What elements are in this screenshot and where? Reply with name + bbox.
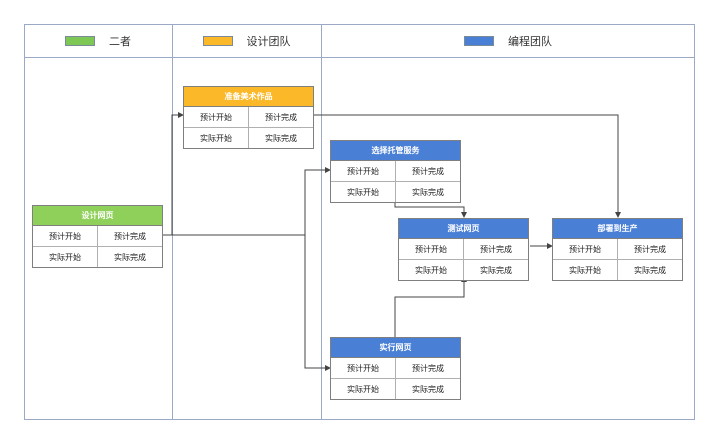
diagram-frame [24,24,695,420]
task-choose-hosting[interactable]: 选择托管服务 预计开始 预计完成 实际开始 实际完成 [330,140,461,203]
planned-end: 预计完成 [248,107,313,127]
task-title: 实行网页 [331,338,460,358]
task-deploy-production[interactable]: 部署到生产 预计开始 预计完成 实际开始 实际完成 [552,218,683,281]
task-title: 选择托管服务 [331,141,460,161]
lane-header-both: 二者 [24,24,172,58]
planned-start: 预计开始 [347,166,379,176]
planned-end: 预计完成 [97,226,162,246]
planned-end: 预计完成 [463,239,528,259]
task-title: 准备美术作品 [184,87,313,107]
lane-header-design-team: 设计团队 [172,24,321,58]
actual-end: 实际完成 [617,260,682,280]
actual-start: 实际开始 [49,252,81,262]
planned-start: 预计开始 [415,244,447,254]
actual-end: 实际完成 [248,128,313,148]
link-art-to-deploy [314,114,621,218]
lane-header-row [24,24,695,58]
task-test-web[interactable]: 测试网页 预计开始 预计完成 实际开始 实际完成 [398,218,529,281]
planned-end: 预计完成 [395,358,460,378]
link-design-to-hosting [163,167,331,236]
actual-end: 实际完成 [395,182,460,202]
link-hosting-to-test [394,199,467,218]
planned-start: 预计开始 [200,112,232,122]
task-title: 设计网页 [33,206,162,226]
lane-color-swatch [464,36,494,46]
actual-end: 实际完成 [395,379,460,399]
link-implement-to-test [394,276,467,337]
actual-start: 实际开始 [569,265,601,275]
lane-label: 编程团队 [508,36,552,48]
task-design-web[interactable]: 设计网页 预计开始 预计完成 实际开始 实际完成 [32,205,163,268]
lane-color-swatch [65,36,95,46]
planned-start: 预计开始 [569,244,601,254]
planned-end: 预计完成 [395,161,460,181]
actual-start: 实际开始 [347,187,379,197]
actual-start: 实际开始 [415,265,447,275]
planned-start: 预计开始 [347,363,379,373]
task-implement-web[interactable]: 实行网页 预计开始 预计完成 实际开始 实际完成 [330,337,461,400]
task-prepare-art[interactable]: 准备美术作品 预计开始 预计完成 实际开始 实际完成 [183,86,314,149]
task-title: 部署到生产 [553,219,682,239]
planned-start: 预计开始 [49,231,81,241]
lane-header-dev-team: 编程团队 [321,24,695,58]
link-design-to-implement [304,235,331,371]
actual-start: 实际开始 [200,133,232,143]
actual-end: 实际完成 [463,260,528,280]
link-design-to-art [171,112,184,235]
actual-end: 实际完成 [97,247,162,267]
lane-color-swatch [202,36,233,46]
planned-end: 预计完成 [617,239,682,259]
lane-label: 设计团队 [246,36,291,48]
lane-label: 二者 [109,36,131,48]
actual-start: 实际开始 [347,384,379,394]
lane-divider [321,24,322,420]
task-title: 测试网页 [399,219,528,239]
